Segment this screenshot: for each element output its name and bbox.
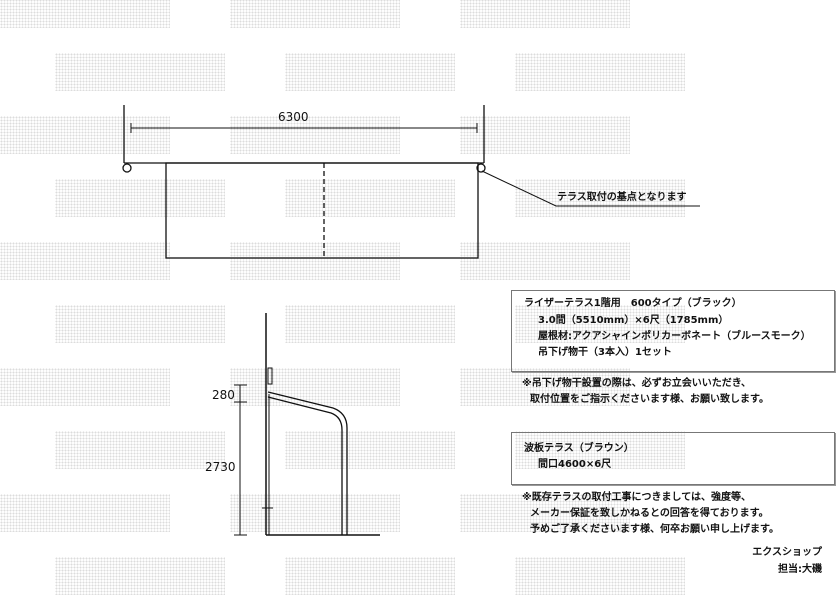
watermark-pattern	[285, 53, 455, 91]
existing-box: 波板テラス（ブラウン） 間口4600×6尺	[511, 432, 835, 485]
existing-line: 波板テラス（ブラウン）	[524, 443, 634, 454]
watermark-pattern	[230, 116, 400, 154]
watermark-pattern	[285, 305, 455, 343]
watermark-pattern	[460, 116, 630, 154]
watermark-pattern	[515, 53, 685, 91]
dim-lower: 2730	[205, 460, 236, 474]
watermark-pattern	[0, 368, 170, 406]
watermark-pattern	[460, 368, 630, 406]
watermark-pattern	[55, 305, 225, 343]
dim-upper: 280	[212, 388, 235, 402]
watermark-pattern	[230, 242, 400, 280]
terrace-arm-inner	[267, 396, 343, 535]
leader-line	[481, 170, 700, 207]
watermark-pattern	[515, 179, 685, 217]
note-line: メーカー保証を致しかねるとの回答を得ております。	[530, 508, 769, 519]
watermark-pattern	[515, 305, 685, 343]
watermark-pattern	[0, 494, 170, 532]
watermark-pattern	[460, 242, 630, 280]
watermark-pattern	[230, 0, 400, 28]
watermark-pattern	[55, 53, 225, 91]
existing-line: 間口4600×6尺	[538, 459, 612, 470]
watermark-pattern	[285, 557, 455, 595]
watermark-pattern	[460, 0, 630, 28]
company-name: エクスショップ	[752, 547, 822, 558]
watermark-pattern	[55, 431, 225, 469]
anchor-right	[476, 163, 486, 173]
note-line: 取付位置をご指示くださいます様、お願い致します。	[530, 394, 769, 405]
terrace-arm-outer	[267, 391, 348, 535]
watermark-pattern	[0, 116, 170, 154]
spec-line: 吊下げ物干（3本入）1セット	[538, 347, 672, 358]
terrace-roof	[165, 162, 479, 259]
bracket	[267, 367, 273, 385]
watermark-pattern	[230, 368, 400, 406]
watermark-pattern	[0, 0, 170, 28]
note-line: ※既存テラスの取付工事につきましては、強度等、	[522, 492, 752, 503]
leader-note: テラス取付の基点となります	[557, 192, 687, 203]
watermark-pattern	[55, 179, 225, 217]
note-line: 予めご了承くださいます様、何卒お願い申し上げます。	[530, 524, 779, 535]
watermark-pattern	[55, 557, 225, 595]
watermark-pattern	[515, 431, 685, 469]
spec-line: 3.0間（5510mm）×6尺（1785mm）	[538, 315, 729, 326]
person-in-charge: 担当:大磯	[778, 564, 822, 575]
watermark-pattern	[515, 557, 685, 595]
watermark-pattern	[460, 494, 630, 532]
width-label: 6300	[278, 110, 309, 124]
note-line: ※吊下げ物干設置の際は、必ずお立会いいただき、	[522, 378, 752, 389]
spec-line: ライザーテラス1階用 600タイプ（ブラック）	[524, 298, 742, 309]
watermark-pattern	[0, 242, 170, 280]
spec-box: ライザーテラス1階用 600タイプ（ブラック） 3.0間（5510mm）×6尺（…	[511, 290, 835, 372]
watermark-pattern	[230, 494, 400, 532]
spec-line: 屋根材:アクアシャインポリカーボネート（ブルースモーク）	[538, 331, 811, 342]
anchor-left	[122, 163, 132, 173]
watermark-pattern	[285, 179, 455, 217]
watermark-pattern	[285, 431, 455, 469]
